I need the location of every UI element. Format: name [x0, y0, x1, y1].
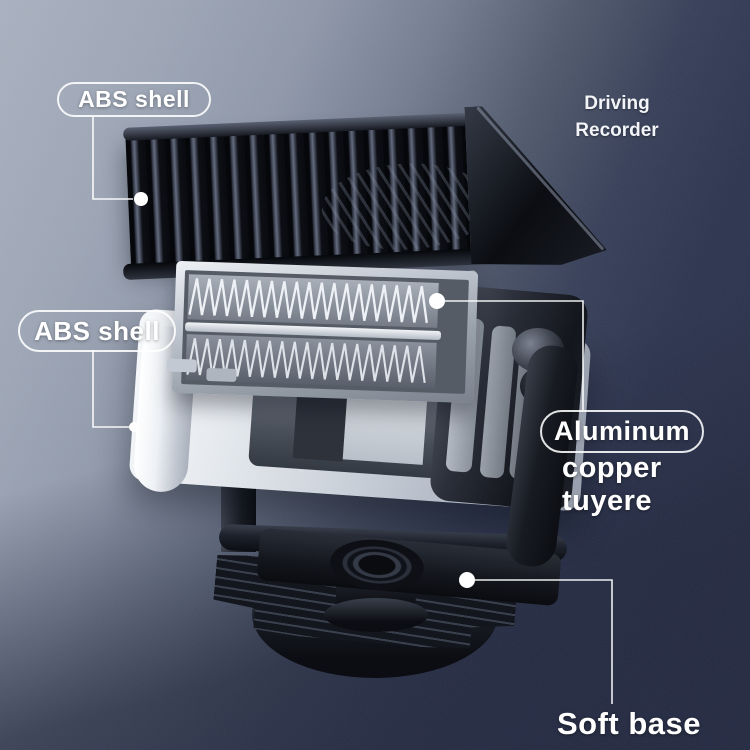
- label-aluminum-pill: Aluminum: [540, 410, 704, 453]
- label-copper-text: copper: [562, 452, 662, 484]
- zigzag-fin-row-1: [187, 274, 439, 328]
- label-driving-recorder: Driving Recorder: [556, 90, 678, 144]
- aluminum-copper-heating-element: [166, 260, 479, 404]
- label-copper-tuyere: copper tuyere: [562, 452, 662, 518]
- heater-tab: [166, 358, 197, 373]
- label-abs-shell-mid-text: ABS shell: [34, 315, 160, 346]
- heater-tab: [206, 367, 237, 382]
- driving-recorder-line2: Recorder: [575, 120, 659, 141]
- abs-shell-top-grille: [113, 96, 590, 286]
- label-abs-shell-top: ABS shell: [57, 82, 211, 117]
- label-tuyere-text: tuyere: [562, 485, 653, 517]
- label-soft-base-text: Soft base: [557, 706, 702, 741]
- label-soft-base: Soft base: [557, 706, 701, 742]
- label-abs-shell-top-text: ABS shell: [78, 86, 190, 112]
- label-abs-shell-mid: ABS shell: [18, 310, 176, 352]
- base-hub-flange: [324, 598, 428, 632]
- driving-recorder-line1: Driving: [584, 93, 650, 114]
- label-aluminum-text: Aluminum: [554, 416, 690, 446]
